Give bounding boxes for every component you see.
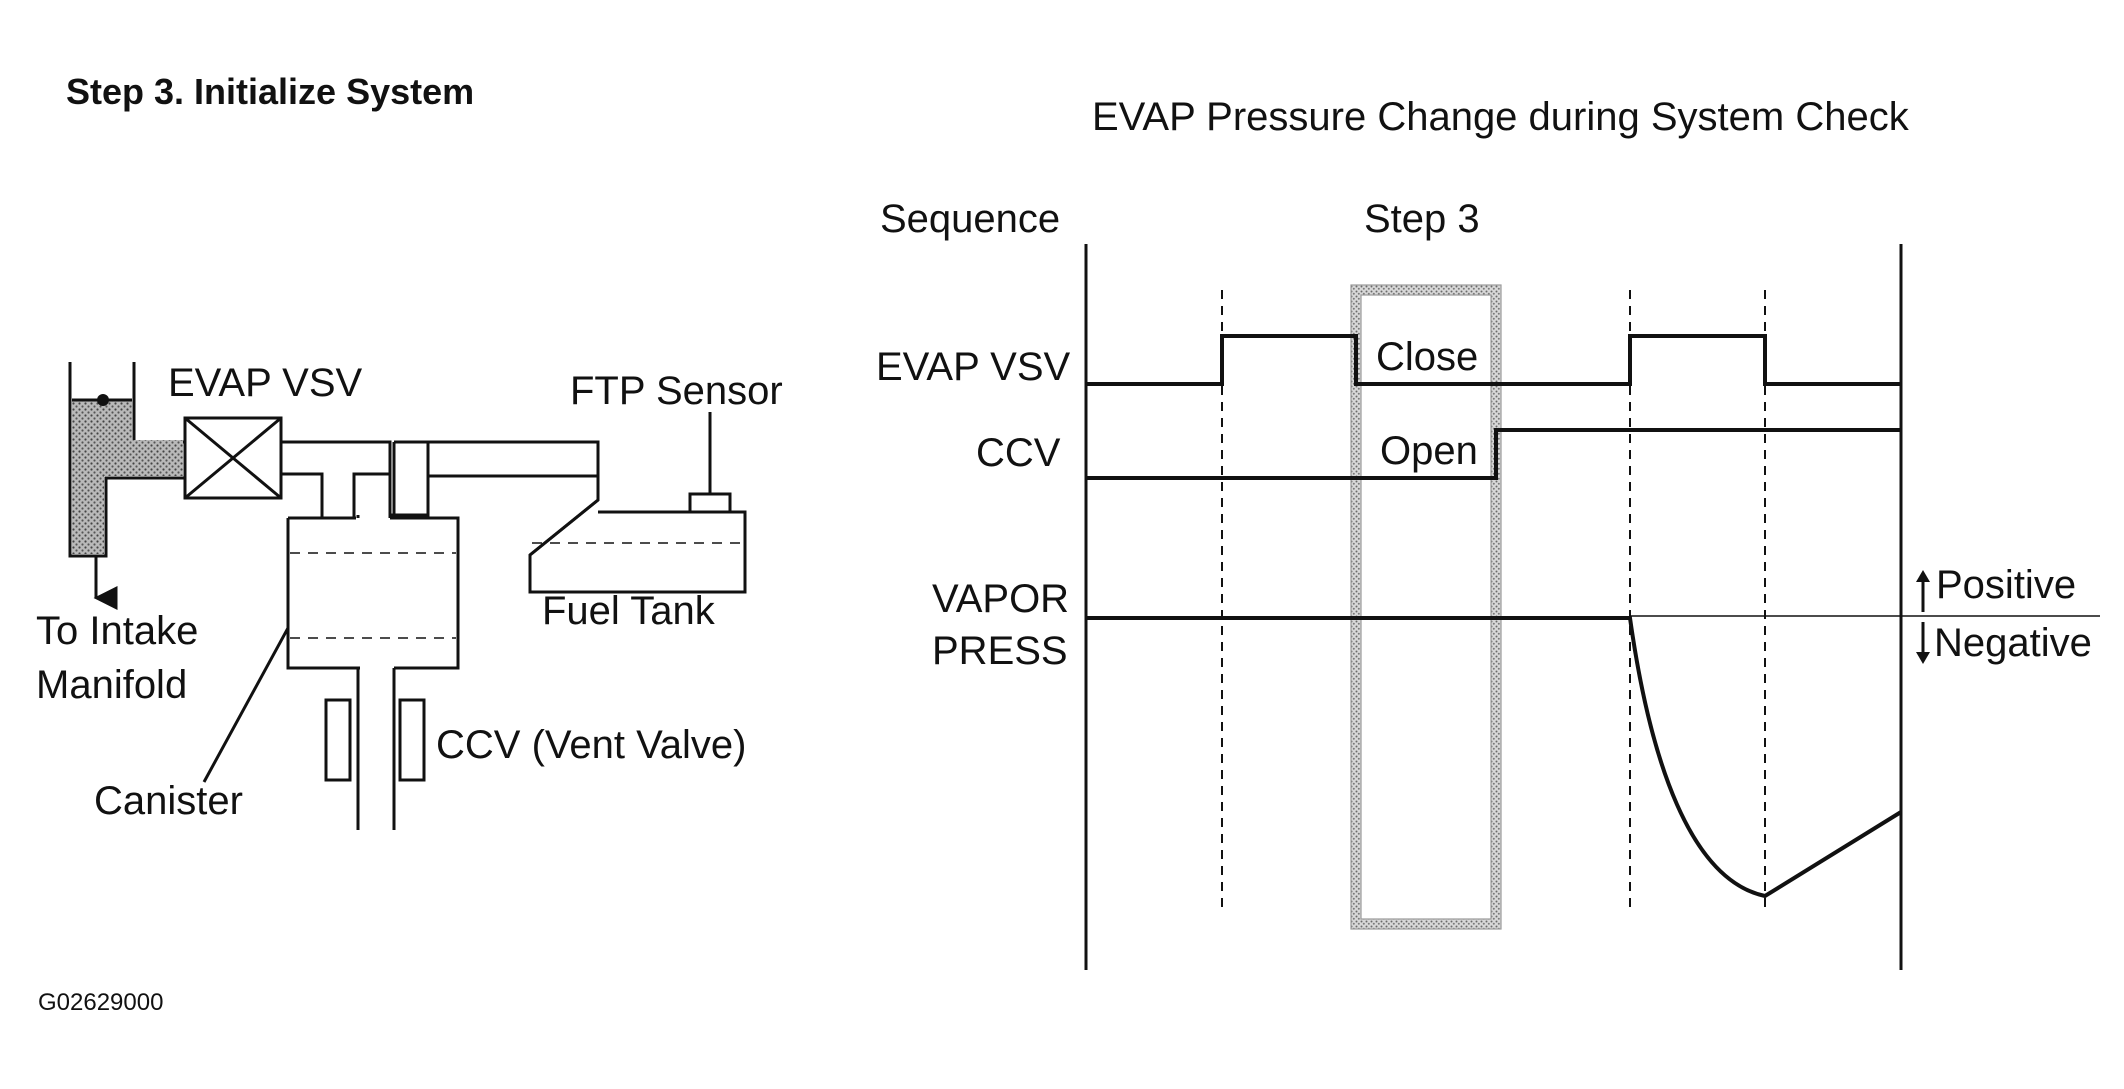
label-fuel-tank: Fuel Tank (542, 589, 716, 633)
waveform-vapor-press (1086, 616, 1903, 899)
row-label-ccv: CCV (976, 431, 1061, 475)
negative-arrow-head (1916, 652, 1930, 664)
label-ccv-vent-valve: CCV (Vent Valve) (436, 723, 747, 767)
intake-fill (72, 400, 183, 554)
vsv-pipe-lower (281, 472, 324, 518)
label-open: Open (1380, 429, 1478, 473)
ccv-block-left (324, 698, 352, 782)
label-to-intake: To Intake (36, 609, 198, 653)
label-ftp-sensor: FTP Sensor (570, 369, 783, 413)
row-label-evap-vsv: EVAP VSV (876, 345, 1071, 389)
intake-port-dot (97, 394, 109, 406)
page-heading: Step 3. Initialize System (66, 71, 474, 112)
row-label-vapor: VAPOR (932, 577, 1069, 621)
label-close: Close (1376, 335, 1478, 379)
tank-pipe-outer-top (394, 440, 600, 475)
step-3-highlight (1351, 285, 1501, 929)
vsv-cross-b (184, 416, 282, 500)
label-evap-vsv: EVAP VSV (168, 361, 363, 405)
label-canister: Canister (94, 779, 243, 823)
waveform-ccv (1086, 428, 1901, 480)
waveform-evap-vsv (1086, 334, 1901, 386)
timing-title: EVAP Pressure Change during System Check (1092, 95, 1910, 139)
label-positive: Positive (1936, 563, 2076, 607)
label-sequence: Sequence (880, 197, 1060, 241)
label-manifold: Manifold (36, 663, 187, 707)
timing-chart: EVAP Pressure Change during System Check… (876, 95, 2100, 970)
vent-pipe (356, 668, 396, 830)
step-3-highlight-inner (1360, 294, 1492, 920)
canister-neck (356, 515, 392, 518)
canister-body (286, 516, 460, 670)
ccv-block-right (398, 698, 426, 782)
fuel-tank (528, 498, 747, 594)
evap-schematic: EVAP VSV FTP Sensor To Intake Manifold F… (36, 361, 783, 830)
canister-leader (202, 627, 290, 783)
positive-arrow-head (1916, 570, 1930, 582)
label-negative: Negative (1934, 621, 2092, 665)
evap-vsv-valve (183, 416, 283, 500)
canister-inlet (352, 472, 390, 518)
step-3-highlight-outer (1350, 284, 1502, 930)
label-step-3: Step 3 (1364, 197, 1480, 241)
vsv-pipe-upper (281, 440, 430, 517)
row-label-press: PRESS (932, 629, 1068, 673)
ftp-sensor-body (688, 492, 732, 512)
figure-code: G02629000 (38, 989, 163, 1016)
